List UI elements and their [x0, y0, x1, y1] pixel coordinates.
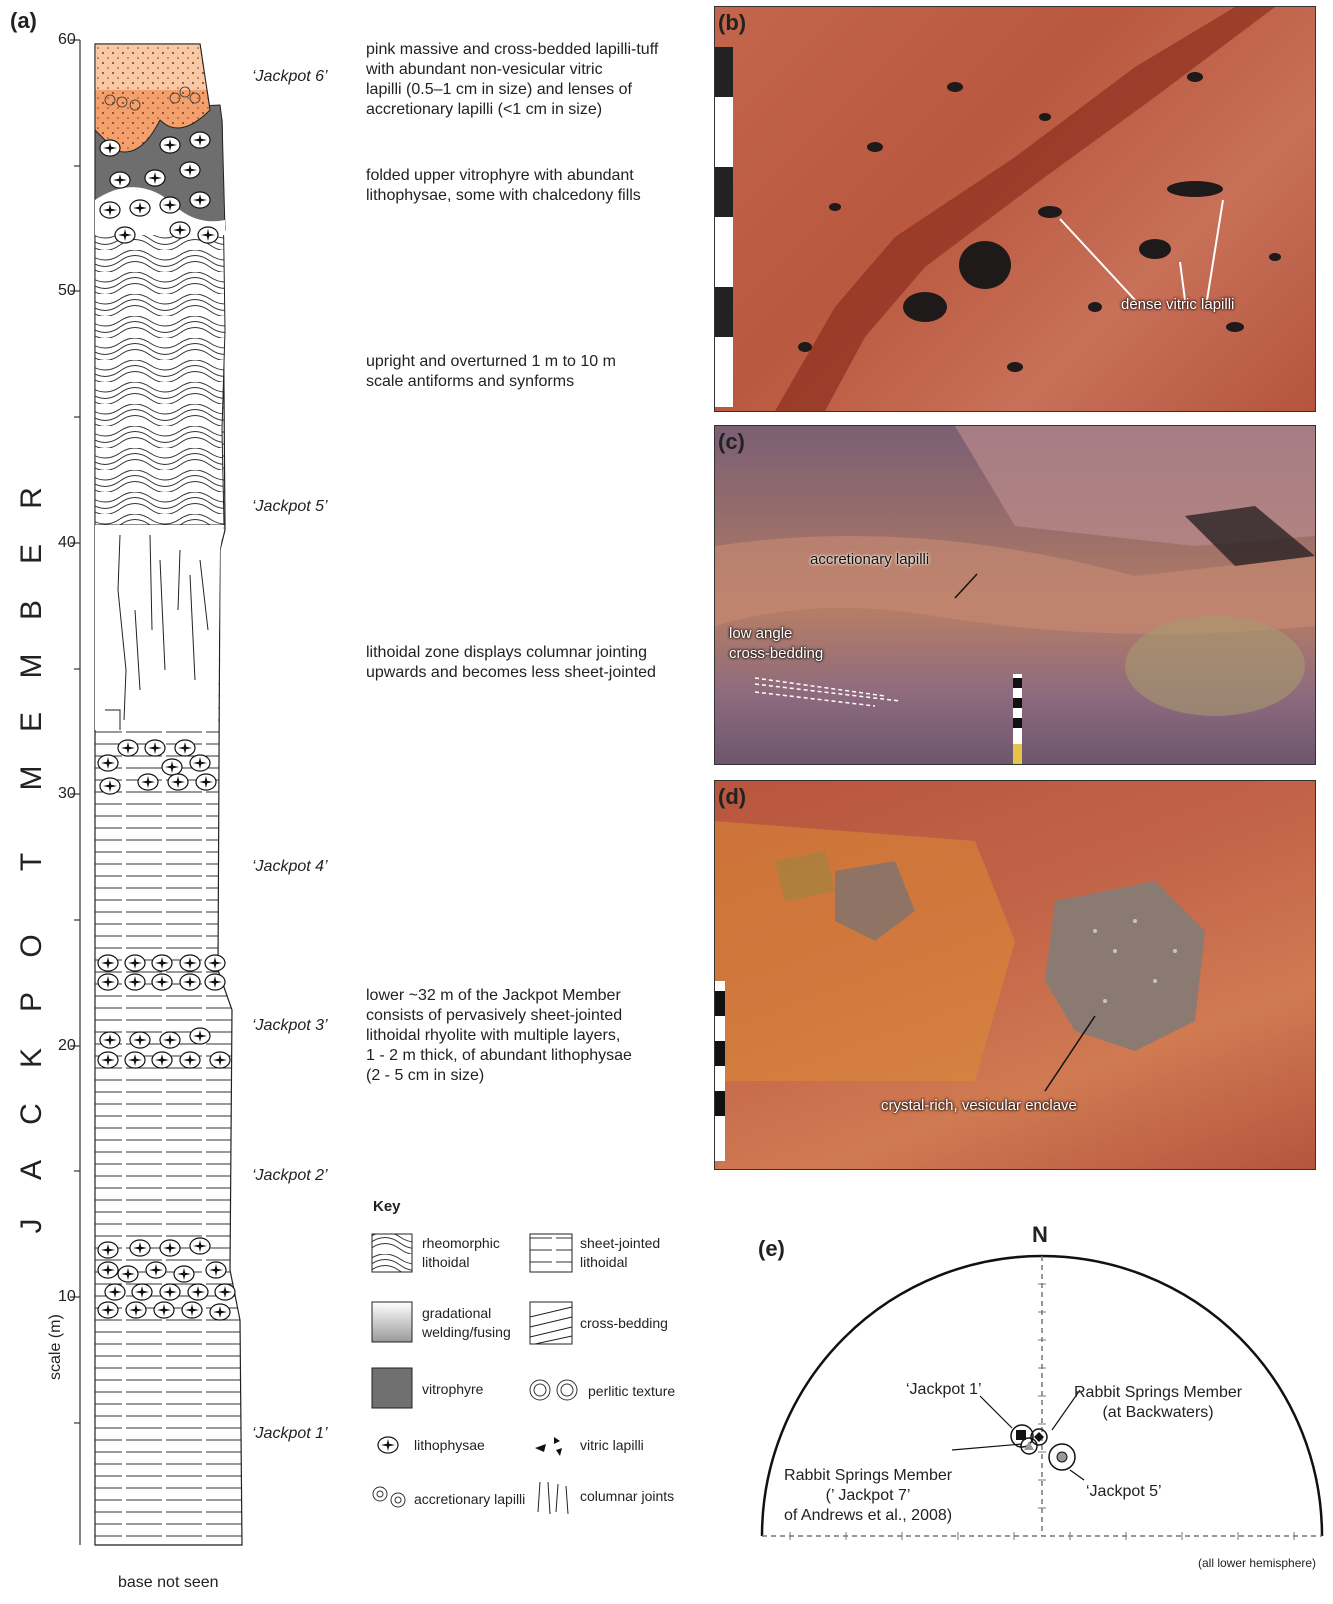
- desc-jackpot-6: pink massive and cross-bedded lapilli-tu…: [366, 40, 658, 120]
- key-columnar: columnar joints: [580, 1487, 674, 1506]
- photo-d-annotation: crystal-rich, vesicular enclave: [881, 1097, 1077, 1114]
- desc-columnar: lithoidal zone displays columnar jointin…: [366, 643, 656, 683]
- key-title: Key: [373, 1198, 401, 1215]
- tick-60: 60: [58, 30, 76, 50]
- panel-a-label: (a): [10, 8, 37, 34]
- key-lithophysae: lithophysae: [414, 1436, 485, 1455]
- jackpot-1-label: ‘Jackpot 1’: [252, 1425, 328, 1443]
- key-vitrophyre: vitrophyre: [422, 1380, 483, 1399]
- key-symbols: [370, 1232, 700, 1522]
- tick-40: 40: [58, 533, 76, 553]
- jackpot-3-label: ‘Jackpot 3’: [252, 1017, 328, 1035]
- member-title-letter: M: [4, 760, 60, 796]
- member-title-letter: E: [4, 536, 60, 572]
- stratigraphic-column: [60, 30, 260, 1560]
- photo-b-annotation: dense vitric lapilli: [1121, 296, 1234, 313]
- key-vitric-lapilli: vitric lapilli: [580, 1436, 644, 1455]
- tick-50: 50: [58, 281, 76, 301]
- tick-20: 20: [58, 1036, 76, 1056]
- base-label: base not seen: [118, 1573, 219, 1593]
- key-gradational: gradationalwelding/fusing: [422, 1304, 511, 1342]
- desc-lower: lower ~32 m of the Jackpot Memberconsist…: [366, 986, 632, 1086]
- member-title-letter: O: [4, 928, 60, 964]
- key-rheomorphic: rheomorphiclithoidal: [422, 1234, 500, 1272]
- panel-b-label: (b): [718, 10, 746, 36]
- tick-10: 10: [58, 1287, 76, 1307]
- key-sheet-jointed: sheet-jointedlithoidal: [580, 1234, 660, 1272]
- member-title-letter: P: [4, 984, 60, 1020]
- jackpot-2-label: ‘Jackpot 2’: [252, 1167, 328, 1185]
- member-title-letter: M: [4, 648, 60, 684]
- stereonet-rabbit-jackpot7: Rabbit Springs Member(’ Jackpot 7’ of An…: [784, 1466, 952, 1526]
- stereonet-jackpot5: ‘Jackpot 5’: [1086, 1482, 1162, 1502]
- stereonet-note: (all lower hemisphere): [1198, 1556, 1316, 1570]
- member-title-letter: B: [4, 592, 60, 628]
- stereonet-jackpot1: ‘Jackpot 1’: [906, 1380, 982, 1400]
- member-title-letter: A: [4, 1152, 60, 1188]
- stereonet-rabbit-backwaters: Rabbit Springs Member(at Backwaters): [1074, 1383, 1242, 1423]
- key-accretionary: accretionary lapilli: [414, 1490, 525, 1509]
- panel-c-label: (c): [718, 429, 745, 455]
- tick-30: 30: [58, 784, 76, 804]
- scale-label: scale (m): [46, 1314, 66, 1380]
- jackpot-5-label: ‘Jackpot 5’: [252, 498, 328, 516]
- desc-folds: upright and overturned 1 m to 10 mscale …: [366, 352, 616, 392]
- photo-c-annotation-crossbed: low anglecross-bedding: [729, 624, 823, 664]
- photo-d: crystal-rich, vesicular enclave: [714, 780, 1316, 1170]
- stereonet-north: N: [1032, 1222, 1048, 1248]
- member-title-letter: R: [4, 480, 60, 516]
- member-title-letter: C: [4, 1096, 60, 1132]
- photo-b-texture: [715, 7, 1315, 411]
- member-title-letter: K: [4, 1040, 60, 1076]
- member-title: REBMEMTOPKCAJ: [14, 470, 50, 1254]
- member-title-letter: J: [4, 1208, 60, 1244]
- photo-c: accretionary lapilli low anglecross-bedd…: [714, 425, 1316, 765]
- member-title-letter: E: [4, 704, 60, 740]
- key-perlitic: perlitic texture: [588, 1382, 675, 1401]
- jackpot-4-label: ‘Jackpot 4’: [252, 858, 328, 876]
- desc-vitrophyre: folded upper vitrophyre with abundantlit…: [366, 166, 641, 206]
- panel-d-label: (d): [718, 784, 746, 810]
- jackpot-6-label: ‘Jackpot 6’: [252, 68, 328, 86]
- key-cross-bedding: cross-bedding: [580, 1314, 668, 1333]
- photo-b: dense vitric lapilli: [714, 6, 1316, 412]
- photo-c-annotation-accretionary: accretionary lapilli: [810, 551, 929, 568]
- photo-c-texture: [715, 426, 1315, 764]
